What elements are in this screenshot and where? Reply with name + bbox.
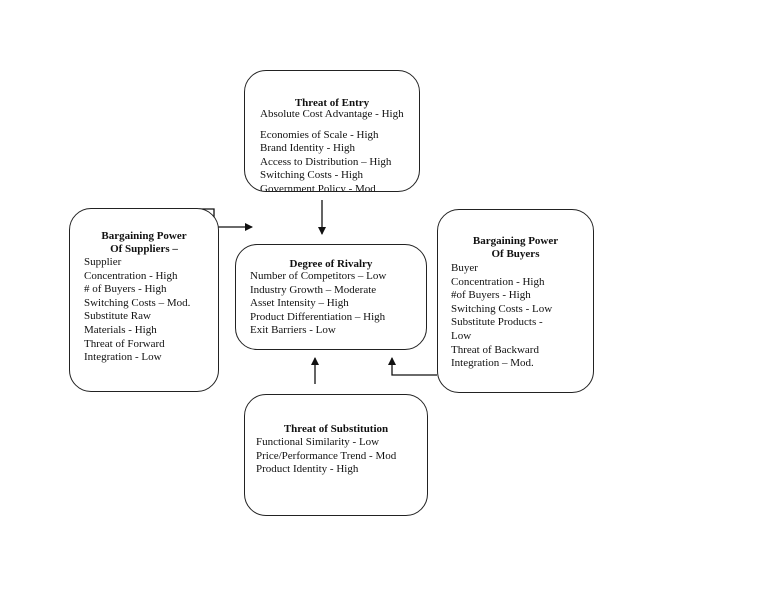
threat-of-entry-title: Threat of Entry [294, 97, 370, 109]
suppliers-title: Bargaining Power Of Suppliers – [70, 230, 218, 256]
bargaining-power-buyers-box: Bargaining Power Of Buyers Buyer Concent… [437, 209, 594, 393]
list-item: Integration – Mod. [451, 357, 534, 370]
threat-of-substitution-box: Threat of Substitution Functional Simila… [244, 394, 428, 516]
rivalry-list: Number of Competitors – Low Industry Gro… [250, 270, 386, 338]
bargaining-power-suppliers-box: Bargaining Power Of Suppliers – Supplier… [69, 208, 219, 392]
list-item: Concentration - High [451, 275, 545, 288]
threat-of-entry-box: Threat of Entry Absolute Cost Advantage … [244, 70, 420, 192]
buyers-title-line1: Bargaining Power [472, 235, 559, 247]
suppliers-list: Supplier Concentration - High # of Buyer… [84, 256, 190, 365]
buyers-title-line2: Of Buyers [491, 248, 540, 260]
list-item: Switching Costs - Low [451, 302, 553, 315]
buyers-title: Bargaining Power Of Buyers [438, 235, 593, 261]
list-item: Absolute Cost Advantage - High [260, 108, 404, 120]
list-item: Concentration - High [84, 269, 178, 282]
list-item: Industry Growth – Moderate [250, 283, 377, 296]
degree-of-rivalry-box: Degree of Rivalry Number of Competitors … [235, 244, 427, 350]
list-item: Switching Costs – Mod. [84, 296, 191, 309]
list-item: Buyer [451, 262, 478, 274]
substitution-list: Functional Similarity - Low Price/Perfor… [256, 436, 396, 477]
list-item: Low [451, 329, 472, 342]
rivalry-title: Degree of Rivalry [289, 258, 373, 270]
list-item: # of Buyers - High [84, 283, 167, 296]
list-item: Number of Competitors – Low [250, 270, 387, 282]
list-item: Materials - High [84, 323, 157, 336]
threat-of-entry-list: Absolute Cost Advantage - High Economies… [260, 108, 404, 192]
list-item: Brand Identity - High [260, 142, 356, 155]
list-item: Asset Intensity – High [250, 297, 349, 310]
suppliers-title-line2: Of Suppliers – [110, 243, 178, 255]
list-item: Substitute Raw [84, 310, 151, 323]
list-item: Economies of Scale - High [260, 128, 379, 141]
suppliers-title-line1: Bargaining Power [101, 230, 187, 242]
list-item: Substitute Products - [451, 316, 543, 329]
list-item: Product Differentiation – High [250, 310, 386, 323]
list-item: #of Buyers - High [451, 289, 531, 302]
list-item: Supplier [84, 256, 122, 268]
list-item: Exit Barriers - Low [250, 324, 336, 337]
list-item: Product Identity - High [256, 463, 359, 476]
buyers-list: Buyer Concentration - High #of Buyers - … [451, 262, 552, 371]
list-item: Access to Distribution – High [260, 155, 392, 168]
list-item: Threat of Backward [451, 343, 539, 356]
list-item: Switching Costs - High [260, 169, 363, 182]
list-item: Government Policy - Mod [260, 182, 376, 192]
list-item: Functional Similarity - Low [256, 436, 380, 448]
substitution-title: Threat of Substitution [283, 423, 389, 435]
arrow-buyers-to-rivalry [388, 357, 437, 376]
list-item: Integration - Low [84, 351, 162, 364]
list-item: Price/Performance Trend - Mod [256, 449, 397, 462]
list-item: Threat of Forward [84, 337, 165, 350]
